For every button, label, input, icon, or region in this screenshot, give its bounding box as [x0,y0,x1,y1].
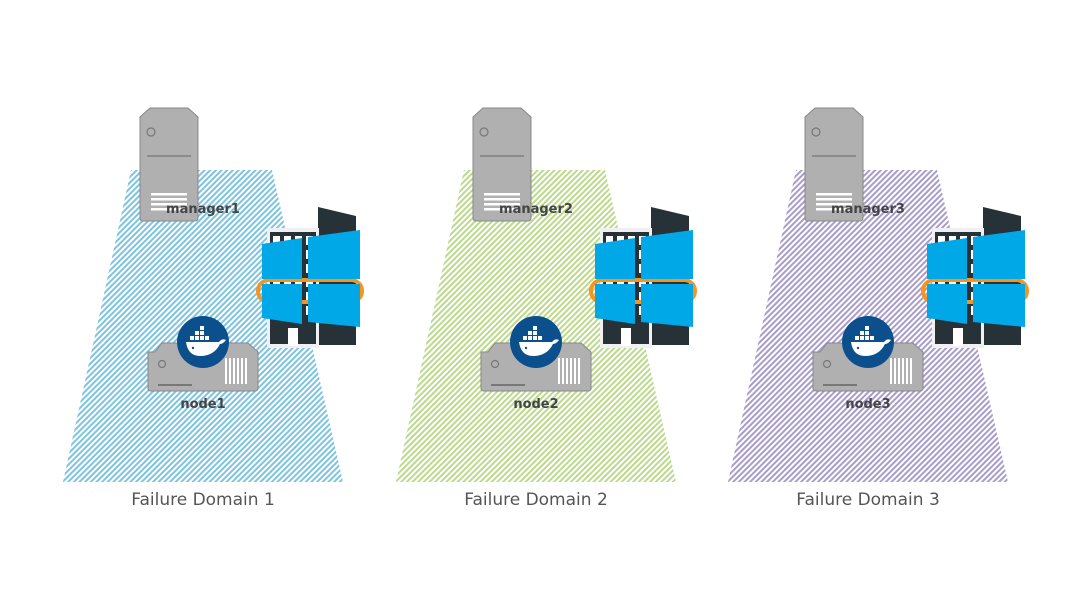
docker-icon [510,316,562,368]
platform-logos-icon [589,207,697,348]
manager-label: manager2 [499,202,573,217]
node-label: node3 [845,397,890,412]
manager-label: manager1 [166,202,240,217]
domain-caption: Failure Domain 2 [464,490,608,510]
node-label: node2 [513,397,558,412]
domain-caption: Failure Domain 1 [131,490,275,510]
node-label: node1 [180,397,225,412]
manager-server-icon [804,107,864,222]
manager-server-icon [139,107,199,222]
platform-logos-icon [921,207,1029,348]
platform-logos-icon [256,207,364,348]
manager-server-icon [472,107,532,222]
manager-label: manager3 [831,202,905,217]
domain-caption: Failure Domain 3 [796,490,940,510]
docker-icon [842,316,894,368]
docker-icon [177,316,229,368]
